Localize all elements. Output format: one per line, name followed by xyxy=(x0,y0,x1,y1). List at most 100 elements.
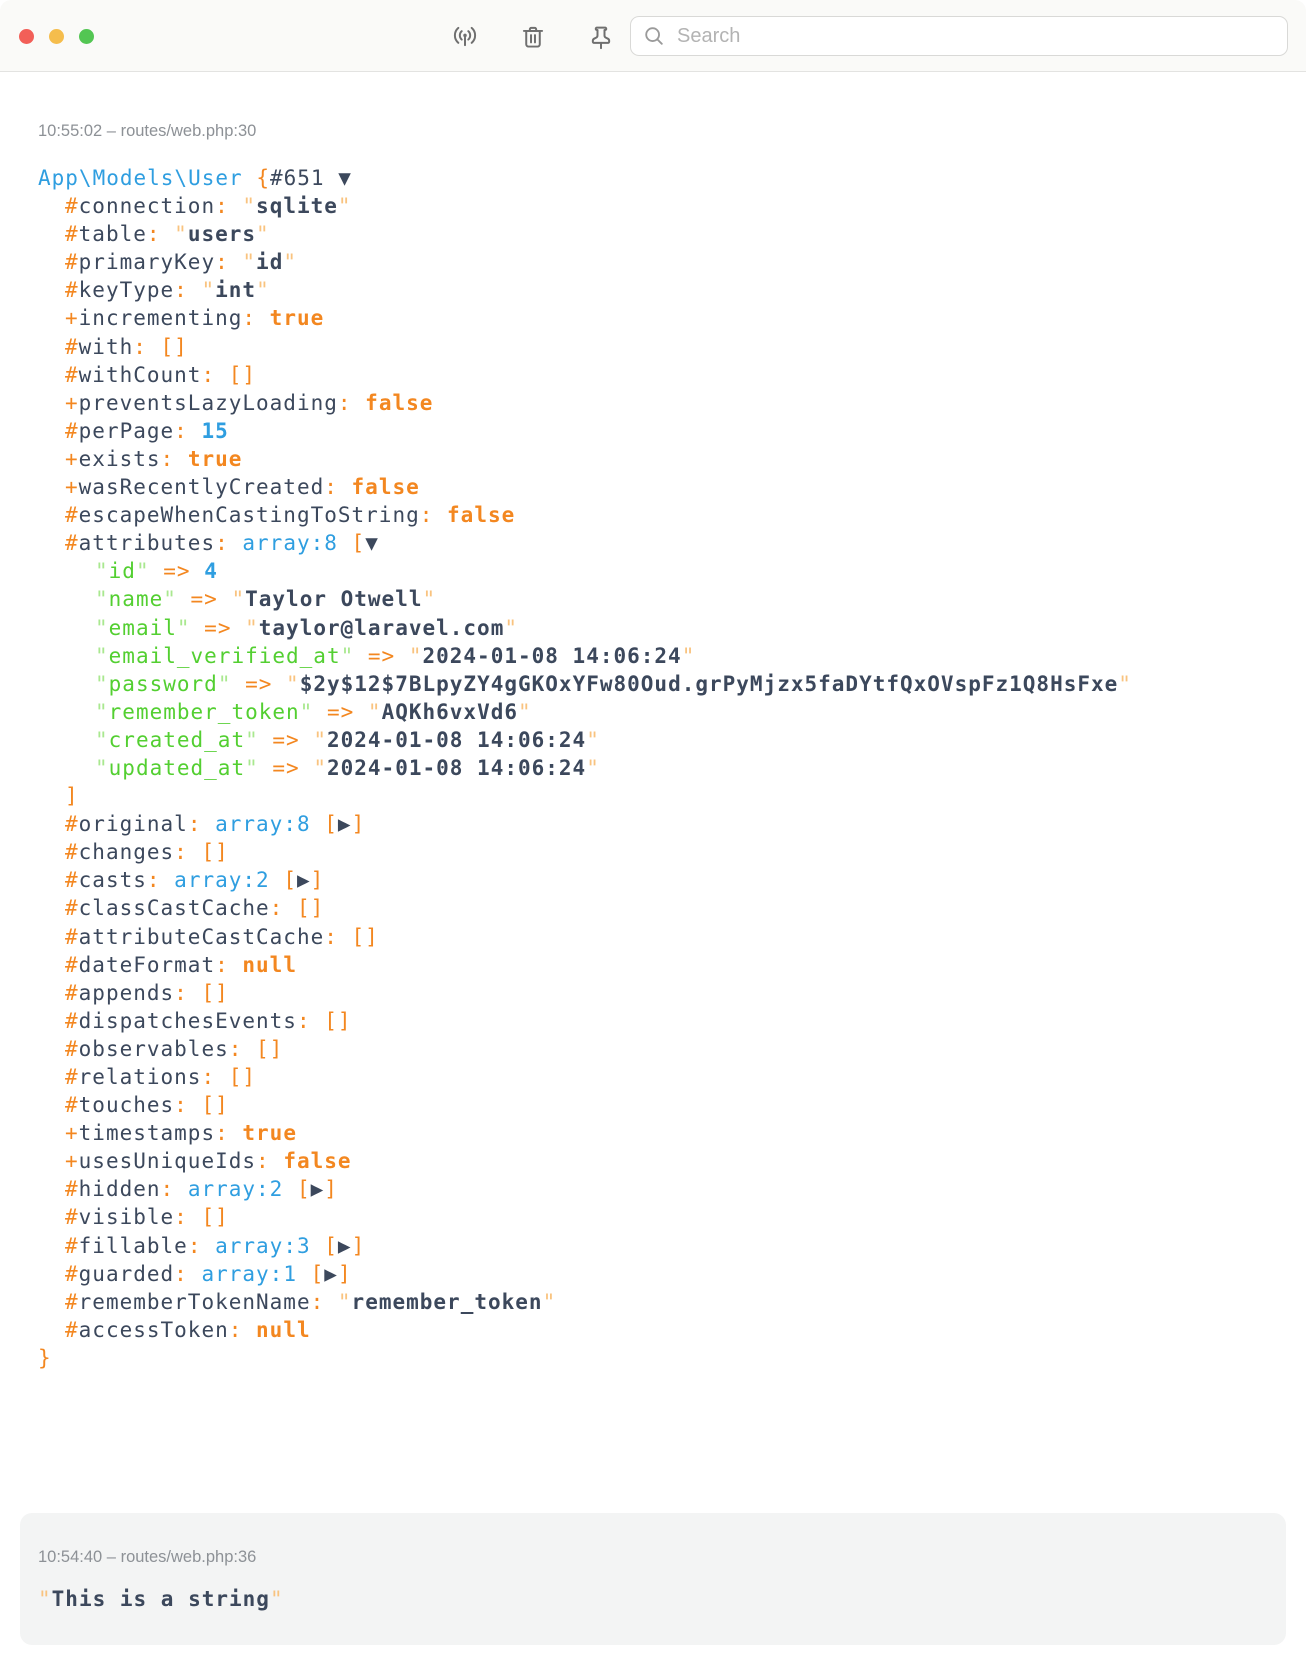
dump-line: +wasRecentlyCreated: false xyxy=(38,473,1306,501)
dump-operator: # xyxy=(65,1008,79,1033)
dump-operator: } xyxy=(38,1345,52,1370)
quote-mark: " xyxy=(231,587,246,612)
dump-line: +exists: true xyxy=(38,445,1306,473)
dump-operator: # xyxy=(65,896,79,921)
dump-operator: # xyxy=(65,1065,79,1089)
property-name: table xyxy=(78,222,147,247)
dump-operator: ] xyxy=(351,1233,366,1258)
broadcast-button[interactable] xyxy=(450,22,480,52)
quote-mark: " xyxy=(340,643,355,668)
string-value: 2024-01-08 14:06:24 xyxy=(326,755,587,780)
dump-operator: => xyxy=(258,727,314,752)
dump-line: #fillable: array:3 [▶] xyxy=(38,1232,1306,1260)
search-input[interactable] xyxy=(675,23,1275,49)
dump-operator: + xyxy=(65,446,79,471)
dump-line: #rememberTokenName: "remember_token" xyxy=(38,1288,1306,1316)
quote-mark: " xyxy=(95,727,109,752)
property-name: hidden xyxy=(78,1177,161,1202)
dump-line: #hidden: array:2 [▶] xyxy=(38,1175,1306,1203)
dump-operator: [ xyxy=(283,1177,311,1202)
quote-mark: " xyxy=(95,615,109,640)
string-value: This is a string xyxy=(51,1587,270,1612)
dump-operator: # xyxy=(65,334,79,359)
expand-toggle-icon[interactable]: ▶ xyxy=(324,1261,338,1286)
quote-mark: " xyxy=(518,699,532,724)
dump-line: #perPage: 15 xyxy=(38,417,1306,445)
zoom-button[interactable] xyxy=(79,29,94,44)
clear-screen-button[interactable] xyxy=(518,22,548,52)
dump-operator: : xyxy=(215,531,243,556)
number-value: 15 xyxy=(201,418,229,443)
dump-line: "remember_token" => "AQKh6vxVd6" xyxy=(38,698,1306,726)
dump-line: } xyxy=(38,1344,1306,1372)
dump-operator: => xyxy=(149,559,205,584)
dump-operator: : xyxy=(187,1233,216,1258)
expand-toggle-icon[interactable]: ▶ xyxy=(310,1177,325,1202)
array-type: array:8 xyxy=(215,812,311,837)
dump-list: 10:55:02 – routes/web.php:30 App\Models\… xyxy=(0,72,1306,1646)
dump-line: "id" => 4 xyxy=(38,557,1306,585)
dump-operator: : [] xyxy=(174,1093,229,1118)
quote-mark: " xyxy=(95,755,109,780)
number-value: 4 xyxy=(204,559,218,584)
search-box[interactable] xyxy=(630,16,1288,56)
minimize-button[interactable] xyxy=(49,29,64,44)
string-value: int xyxy=(215,278,257,303)
property-name: attributeCastCache xyxy=(78,924,325,949)
dump-operator: : xyxy=(215,194,243,219)
property-name: wasRecentlyCreated xyxy=(78,475,325,500)
traffic-lights xyxy=(19,29,94,44)
quote-mark: " xyxy=(367,699,382,724)
dump-operator: : [] xyxy=(269,896,325,921)
dump-operator: : xyxy=(215,250,243,275)
pin-button[interactable] xyxy=(586,22,616,52)
array-type: array:2 xyxy=(187,1177,284,1202)
class-name: App\Models\User xyxy=(38,166,243,190)
dump-operator: : [] xyxy=(228,1036,284,1061)
expand-toggle-icon[interactable]: ▶ xyxy=(337,812,352,837)
dump-operator: : xyxy=(187,812,216,837)
quote-mark: " xyxy=(245,727,259,752)
expand-toggle-icon[interactable]: ▶ xyxy=(337,1233,352,1258)
dump-operator: # xyxy=(65,924,79,949)
expand-toggle-icon[interactable]: ▶ xyxy=(296,868,311,893)
quote-mark: " xyxy=(408,643,423,668)
dump-line: "This is a string" xyxy=(38,1585,1266,1613)
property-name: withCount xyxy=(78,362,202,387)
dump-output: App\Models\User {#651 ▼#connection: "sql… xyxy=(38,164,1306,1372)
dump-operator: : [] xyxy=(133,334,188,359)
array-key: updated_at xyxy=(108,755,246,780)
quote-mark: " xyxy=(174,222,188,247)
property-name: dateFormat xyxy=(78,952,216,977)
property-name: dispatchesEvents xyxy=(78,1008,297,1033)
quote-mark: " xyxy=(337,1289,352,1314)
array-key: id xyxy=(108,559,136,584)
dump-operator: # xyxy=(65,1036,79,1061)
close-button[interactable] xyxy=(19,29,34,44)
dump-line: +preventsLazyLoading: false xyxy=(38,389,1306,417)
dump-operator: : xyxy=(174,278,202,303)
property-name: with xyxy=(78,334,134,359)
dump-line: #escapeWhenCastingToString: false xyxy=(38,501,1306,529)
dump-line: #attributes: array:8 [▼ xyxy=(38,529,1306,557)
property-name: incrementing xyxy=(78,306,243,331)
dump-operator: : xyxy=(146,222,175,247)
constant-value: true xyxy=(187,446,243,471)
quote-mark: " xyxy=(95,587,109,612)
property-name xyxy=(243,166,257,190)
dump-operator: # xyxy=(65,418,79,443)
dump-line: #attributeCastCache: [] xyxy=(38,923,1306,951)
expand-toggle-icon[interactable]: ▼ xyxy=(365,531,379,556)
dump-operator: # xyxy=(65,250,79,275)
expand-toggle-icon[interactable]: ▼ xyxy=(324,166,352,190)
dump-operator: => xyxy=(176,587,232,612)
dump-operator: [ xyxy=(310,1233,338,1258)
dump-entry-user-model: 10:55:02 – routes/web.php:30 App\Models\… xyxy=(0,72,1306,1372)
constant-value: null xyxy=(242,952,297,977)
dump-line: #connection: "sqlite" xyxy=(38,192,1306,220)
dump-operator: : xyxy=(337,390,366,415)
property-name: guarded xyxy=(78,1261,175,1286)
toolbar xyxy=(450,22,616,52)
dump-operator: # xyxy=(65,1289,79,1314)
property-name: changes xyxy=(78,840,175,865)
